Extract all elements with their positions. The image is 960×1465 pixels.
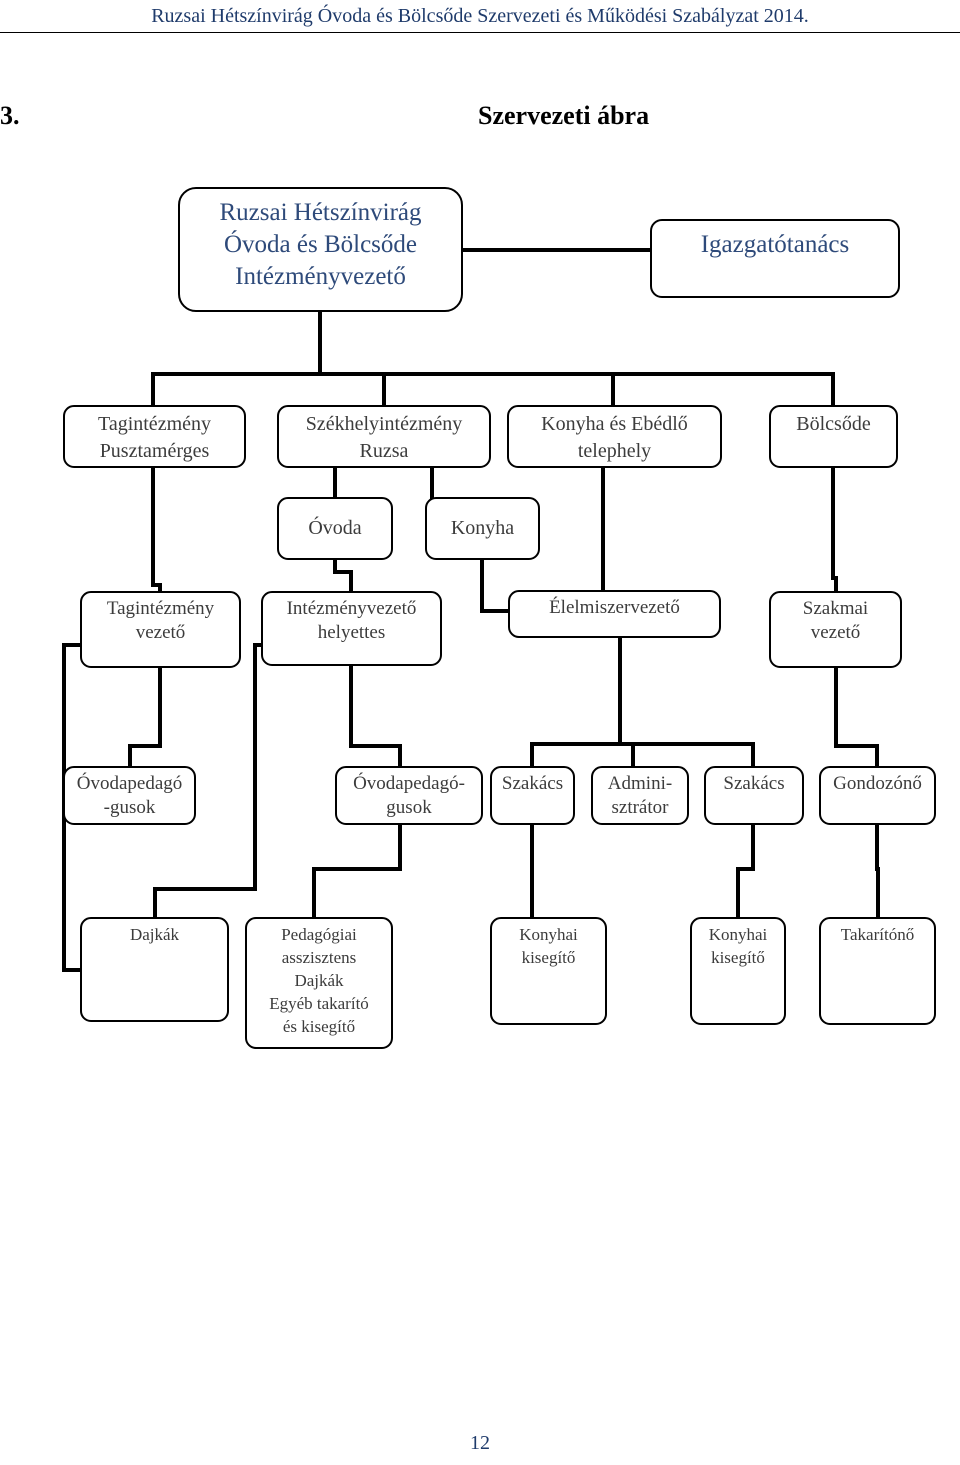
node-konyhai-kisegito-1: Konyhai kisegítő: [490, 917, 607, 1025]
node-konyhai-kisegito-2: Konyhai kisegítő: [690, 917, 786, 1025]
node-line: Dajkák: [129, 925, 180, 944]
node-line: Székhelyintézmény: [305, 413, 463, 435]
connector-konyha-elelmiszer: [480, 558, 510, 613]
connector-iv-helyettes-dajkak: [153, 643, 268, 919]
node-line: Tagintézmény: [98, 413, 211, 435]
node-line: Ruzsai Hétszínvirág: [219, 199, 422, 226]
node-dajkak: Dajkák: [80, 917, 229, 1022]
node-line: asszisztens: [281, 948, 357, 967]
connector-bolcsode-szakmai: [831, 465, 838, 593]
connector-szakmai-gondozono: [834, 666, 879, 768]
node-intezmenyvezeto-helyettes: Intézményvezető helyettes: [261, 591, 442, 666]
page-header: Ruzsai Hétszínvirág Óvoda és Bölcsőde Sz…: [0, 0, 960, 33]
connector-ovped2-ped-asszisztens: [312, 822, 402, 919]
node-line: Gondozónő: [833, 773, 922, 794]
section-title: Szervezeti ábra: [478, 101, 650, 130]
connector-iv-helyettes-ovped2: [349, 663, 402, 768]
node-ovodapedagogusok-szekhely: Óvodapedagó- gusok: [335, 766, 483, 825]
node-tagintezmeny-vezeto: Tagintézmény vezető: [80, 591, 241, 668]
section-number: 3.: [0, 101, 20, 130]
node-ovodapedagogusok-tag: Óvodapedagó -gusok: [63, 766, 196, 825]
node-line: vezető: [810, 622, 861, 643]
node-line: Szakmai: [802, 598, 869, 619]
node-line: Intézményvezető: [286, 598, 417, 619]
node-line: sztrátor: [611, 797, 669, 818]
node-line: Konyha: [450, 517, 515, 539]
node-line: Konyha és Ebédlő: [541, 413, 688, 435]
node-line: Óvodapedagó-: [353, 773, 465, 794]
connector-tag-vezeto-ovped1: [128, 666, 162, 768]
node-line: Óvoda és Bölcsőde: [223, 231, 418, 258]
node-takaritono: Takarítónő: [819, 917, 936, 1025]
node-line: Pedagógiai: [281, 925, 357, 944]
node-igazgatotanacs: Igazgatótanács: [650, 219, 900, 298]
node-konyha: Konyha: [425, 497, 540, 560]
page-number: 12: [470, 1432, 490, 1454]
node-line: Dajkák: [294, 971, 344, 990]
connector-gondozono-takaritono: [875, 822, 880, 919]
node-gondozono: Gondozónő: [819, 766, 936, 825]
node-line: Tagintézmény: [106, 598, 215, 619]
node-konyha-es-ebedlo: Konyha és Ebédlő telephely: [507, 405, 722, 468]
node-line: Konyhai: [708, 925, 768, 944]
node-pedagogiai-asszisztens: Pedagógiai asszisztens Dajkák Egyéb taka…: [245, 917, 393, 1049]
node-ovoda: Óvoda: [277, 497, 393, 560]
node-line: Szakács: [723, 773, 785, 794]
node-line: Konyhai: [519, 925, 578, 944]
connector-szakacs2-kisegito2: [736, 822, 755, 919]
node-szakacs-2: Szakács: [704, 766, 804, 825]
node-line: -gusok: [103, 797, 156, 818]
node-line: Egyéb takarító: [269, 994, 369, 1013]
node-szakmai-vezeto: Szakmai vezető: [769, 591, 902, 668]
node-line: Igazgatótanács: [700, 231, 850, 258]
node-elelmiszervezeto: Élelmiszervezető: [508, 590, 721, 638]
node-line: Bölcsőde: [796, 413, 871, 435]
node-line: helyettes: [317, 622, 386, 643]
node-line: Óvoda: [308, 517, 362, 539]
node-line: Takarítónő: [840, 925, 915, 944]
node-tagintezmeny-pusztamerges: Tagintézmény Pusztamérges: [63, 405, 246, 468]
node-line: Intézményvezető: [235, 263, 406, 290]
node-bolcsode: Bölcsőde: [769, 405, 898, 468]
node-line: vezető: [135, 622, 186, 643]
node-line: Óvodapedagó: [76, 773, 183, 794]
node-line: Szakács: [501, 773, 564, 794]
node-line: Admini-: [607, 773, 673, 794]
node-szekhelyintezmeny-ruzsa: Székhelyintézmény Ruzsa: [277, 405, 491, 468]
node-line: kisegítő: [711, 948, 765, 967]
connector-pusztamerges-tag-vezeto: [151, 465, 162, 593]
node-szakacs-1: Szakács: [490, 766, 575, 825]
node-line: gusok: [386, 797, 432, 818]
node-adminisztrator: Admini- sztrátor: [591, 766, 689, 825]
node-line: Pusztamérges: [99, 440, 210, 462]
node-root-intezmenyvezeto: Ruzsai Hétszínvirág Óvoda és Bölcsőde In…: [178, 187, 463, 312]
node-line: telephely: [577, 440, 652, 462]
node-line: Élelmiszervezető: [549, 597, 680, 618]
node-line: Ruzsa: [359, 440, 409, 462]
node-line: kisegítő: [521, 948, 576, 967]
connector-ovoda-iv-helyettes: [333, 558, 353, 593]
node-line: és kisegítő: [282, 1017, 356, 1036]
